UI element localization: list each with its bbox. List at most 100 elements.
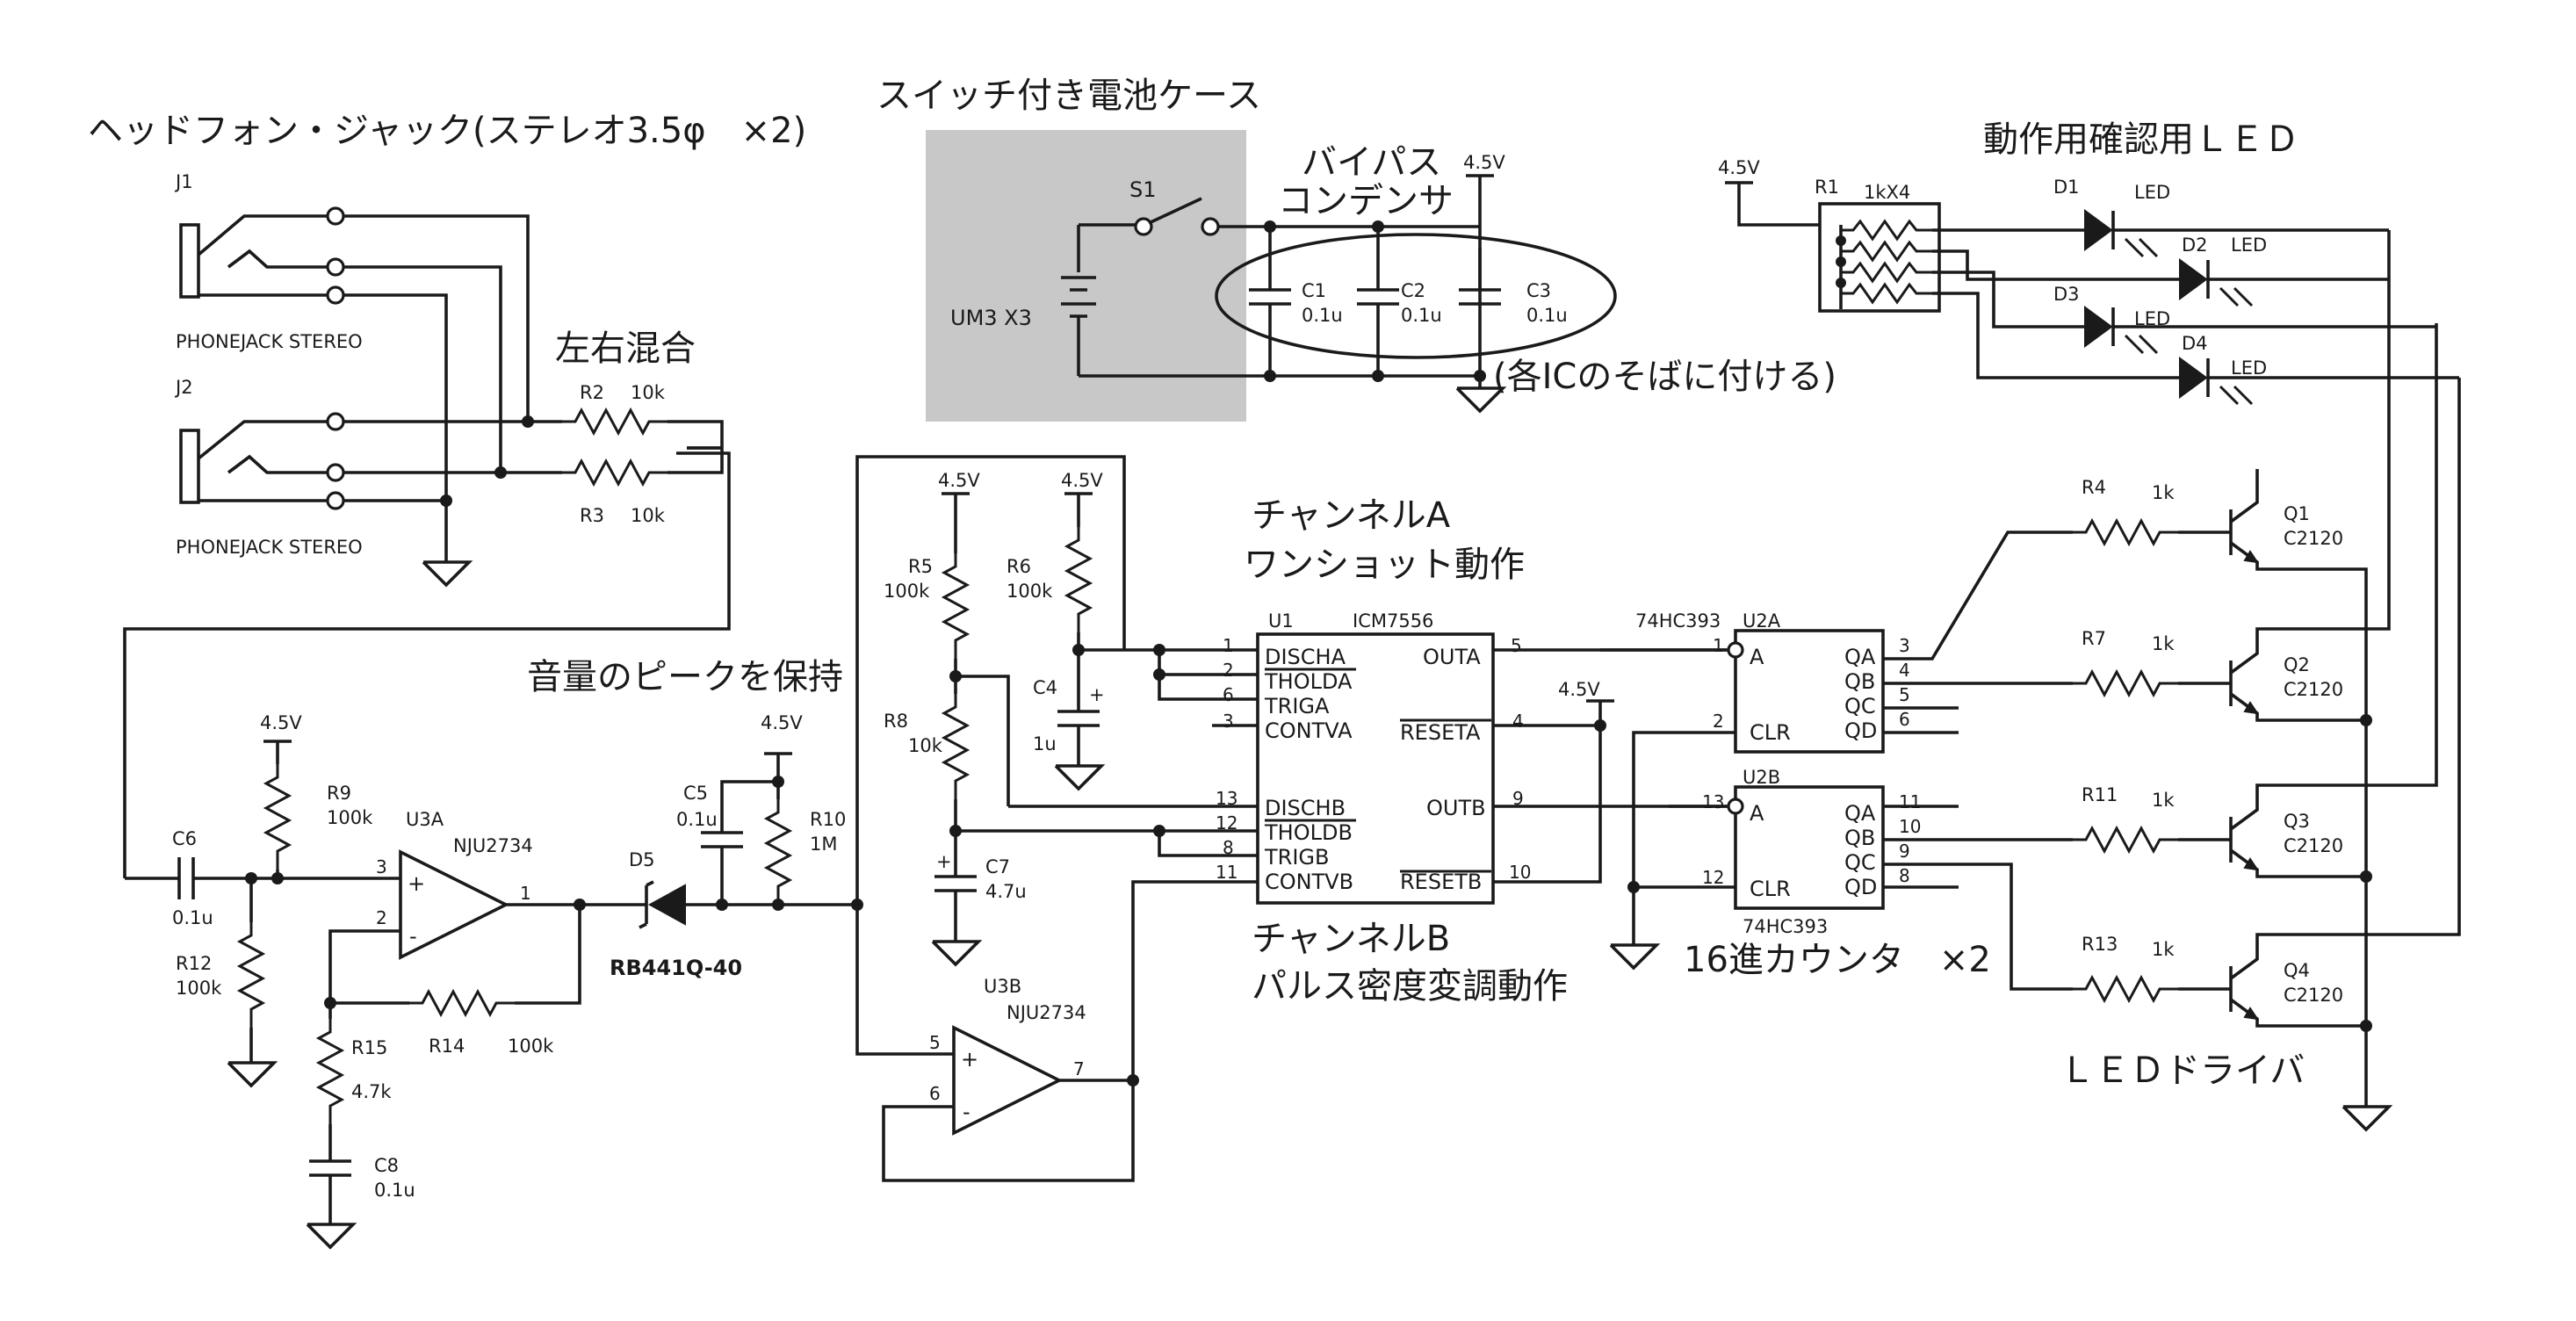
- d5-ref: D5: [629, 849, 655, 870]
- switch-label: S1: [1129, 177, 1157, 202]
- r14-ref: R14: [429, 1036, 465, 1057]
- c4-value: 1u: [1033, 733, 1057, 754]
- svg-text:CONTVA: CONTVA: [1265, 718, 1353, 743]
- u3a-minus: -: [409, 924, 417, 949]
- d2-type: LED: [2231, 235, 2267, 256]
- u3b-ref: U3B: [984, 976, 1021, 997]
- u2b-part: 74HC393: [1743, 916, 1828, 937]
- led-d2: [2179, 258, 2389, 307]
- opamp-u3b: [952, 1025, 1064, 1136]
- r15-value: 4.7k: [351, 1081, 392, 1102]
- r11-value: 1k: [2152, 790, 2175, 811]
- diode-d5: [647, 884, 686, 926]
- svg-text:6: 6: [1223, 684, 1234, 705]
- svg-text:CLR: CLR: [1750, 877, 1791, 901]
- svg-text:1: 1: [1223, 635, 1234, 656]
- j1-type: PHONEJACK STEREO: [176, 331, 363, 352]
- u3b-pin5: 5: [929, 1032, 941, 1053]
- svg-text:3: 3: [1223, 711, 1234, 732]
- d3-ref: D3: [2053, 284, 2080, 305]
- q2-ref: Q2: [2284, 654, 2310, 675]
- r4-ref: R4: [2082, 477, 2106, 498]
- svg-text:QB: QB: [1844, 826, 1875, 850]
- r5-value: 100k: [884, 581, 930, 602]
- u3a-plus: +: [408, 871, 425, 896]
- j2-ref: J2: [174, 377, 193, 398]
- svg-text:4: 4: [1899, 660, 1910, 681]
- c6-ref: C6: [172, 828, 197, 849]
- svg-text:QD: QD: [1844, 875, 1877, 899]
- svg-text:CLR: CLR: [1750, 720, 1791, 745]
- q3-ref: Q3: [2284, 811, 2310, 832]
- c1-ref: C1: [1302, 280, 1326, 301]
- u3b-plus: +: [961, 1047, 978, 1072]
- svg-text:10: 10: [1899, 816, 1921, 837]
- r11-ref: R11: [2082, 784, 2118, 805]
- svg-text:2: 2: [1713, 711, 1724, 732]
- opamp-u3a: [399, 849, 510, 960]
- r15-ref: R15: [351, 1037, 387, 1058]
- svg-text:12: 12: [1702, 867, 1724, 888]
- svg-text:10: 10: [1509, 862, 1531, 883]
- led-check-heading: 動作用確認用ＬＥＤ: [1983, 119, 2299, 160]
- r6-value: 100k: [1007, 581, 1053, 602]
- svg-text:8: 8: [1223, 837, 1234, 858]
- svg-text:OUTA: OUTA: [1423, 645, 1481, 669]
- svg-text:THOLDA: THOLDA: [1264, 669, 1353, 694]
- c4-ref: C4: [1033, 677, 1057, 698]
- battery-case-heading: スイッチ付き電池ケース: [877, 76, 1261, 116]
- svg-text:11: 11: [1216, 862, 1237, 883]
- u2a-ref: U2A: [1743, 610, 1781, 632]
- svg-text:2: 2: [1223, 660, 1234, 681]
- svg-text:5: 5: [1899, 684, 1910, 705]
- q1-ref: Q1: [2284, 503, 2310, 524]
- svg-text:A: A: [1750, 645, 1764, 669]
- transistor-q4: [2178, 378, 2461, 1028]
- svg-text:QC: QC: [1844, 850, 1876, 875]
- transistor-q2: [2178, 241, 2391, 722]
- d4-type: LED: [2231, 357, 2267, 379]
- q4-part: C2120: [2284, 985, 2343, 1006]
- u1-left-pins: DISCHA THOLDA TRIGA CONTVA DISCHB THOLDB…: [1216, 635, 1353, 894]
- c5-ref: C5: [683, 783, 708, 804]
- d2-ref: D2: [2182, 235, 2208, 256]
- svg-text:OUTB: OUTB: [1426, 796, 1486, 820]
- r13-ref: R13: [2082, 934, 2118, 955]
- svg-text:9: 9: [1512, 788, 1524, 809]
- u2b-ref: U2B: [1743, 767, 1780, 788]
- r8-value: 10k: [908, 735, 943, 756]
- r10-ref: R10: [810, 809, 846, 830]
- battery-case-shade: [926, 130, 1246, 422]
- r4-value: 1k: [2152, 482, 2175, 503]
- r2-ref: R2: [580, 382, 604, 403]
- r7-ref: R7: [2082, 628, 2106, 649]
- c7-plus: +: [936, 851, 952, 872]
- svg-text:4: 4: [1512, 711, 1524, 732]
- c2-value: 0.1u: [1401, 305, 1442, 326]
- peak-vcc-label: 4.5V: [761, 712, 803, 733]
- place-near-ic-note: (各ICのそばに付ける): [1493, 357, 1836, 397]
- u3a-pin3: 3: [376, 856, 387, 877]
- r10-value: 1M: [810, 834, 837, 855]
- c3-value: 0.1u: [1526, 305, 1568, 326]
- c6-value: 0.1u: [172, 907, 213, 928]
- svg-text:1: 1: [1713, 635, 1724, 656]
- counter-u2b: [1734, 785, 1885, 910]
- transistor-q3: [2178, 323, 2438, 878]
- q1-part: C2120: [2284, 528, 2343, 549]
- q4-ref: Q4: [2284, 960, 2310, 981]
- c8-ref: C8: [374, 1155, 399, 1176]
- led-d3: [2084, 306, 2436, 355]
- r5-ref: R5: [908, 556, 933, 577]
- bypass-cap-heading: バイパスコンデンサ: [1278, 142, 1454, 221]
- timer-u1: [1256, 632, 1495, 905]
- r3-value: 10k: [631, 505, 666, 526]
- u3a-pin1: 1: [520, 883, 531, 904]
- bypass-vcc-label: 4.5V: [1463, 152, 1505, 173]
- r12-ref: R12: [176, 953, 212, 974]
- jack-j2: [179, 412, 345, 510]
- u1-part: ICM7556: [1353, 610, 1433, 632]
- resistor-array-r1: [1818, 202, 1941, 313]
